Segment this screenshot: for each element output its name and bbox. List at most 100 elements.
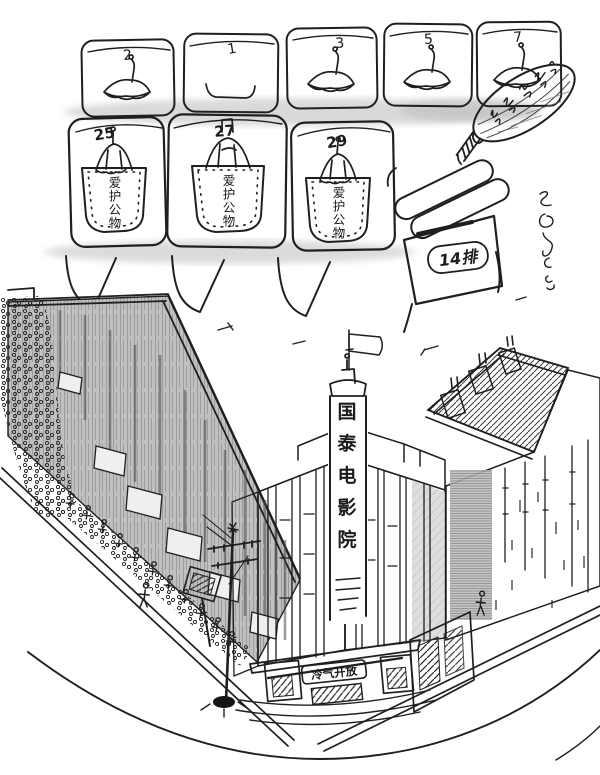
sidewalk-display-board [182, 565, 222, 603]
display-board-post [201, 597, 211, 647]
seat-pocket-27: 爱护公物 [191, 118, 265, 233]
umbrella-in-pocket [319, 136, 357, 185]
sky-marks [199, 296, 527, 397]
seat-number: 1 [226, 41, 237, 58]
seat-row-top: 2 1 3 5 7 [80, 20, 563, 118]
folded-cushion-top [394, 159, 494, 221]
pilasters-left-face [267, 465, 325, 665]
seat-pocket-29: 爱护公物 [305, 136, 371, 243]
tower-sign-char: 影 [337, 497, 357, 520]
poster-box-right [379, 653, 415, 695]
outer-road-curve [27, 649, 600, 760]
tower-sign-vertical: 国 泰 电 影 院 [336, 401, 358, 551]
palm-leaf-fan [455, 60, 576, 165]
seat-number: 5 [424, 31, 434, 48]
seat-side-slot [416, 220, 474, 236]
seat-back-2: 2 [80, 38, 176, 118]
queue-crowd-band [46, 486, 252, 666]
front-right-shade-band [412, 480, 445, 644]
seat-leg-supports [65, 255, 331, 317]
seat-back-1: 1 [182, 32, 280, 114]
poster-box-left [263, 659, 303, 703]
folded-cushion-bottom [410, 178, 510, 240]
pocket-label: 爱护公物 [331, 186, 346, 240]
seat-back-7: 7 [475, 20, 563, 108]
dormer-finials [450, 335, 514, 389]
row-tag: 14排 [427, 241, 489, 274]
pencil-smudge-fan-area [400, 98, 540, 122]
right-curb [317, 605, 600, 752]
seat-number: 27 [214, 121, 236, 140]
wall-texture-dashes [495, 492, 585, 610]
fan-shading [497, 91, 570, 133]
tower-edges [329, 395, 367, 621]
seat-top-contours [87, 28, 558, 53]
lone-pedestrian [138, 582, 150, 608]
entrance-doors [310, 682, 364, 706]
seat-pocket-25: 爱护公物 [81, 126, 147, 233]
wall-pencil-band [450, 470, 492, 620]
pole-guy-wires [202, 514, 249, 585]
umbrella-in-pocket [205, 118, 251, 169]
fan-blade [472, 63, 576, 143]
tower-balcony-lines [335, 577, 361, 611]
queue-figures [65, 492, 235, 646]
left-curb [0, 467, 295, 747]
wall-window-slits [502, 439, 589, 593]
tower-sign-char: 电 [337, 464, 356, 487]
armrest-curve [386, 167, 397, 187]
parapet-step-blocks [297, 429, 446, 491]
seat-row-middle: 25 27 29 爱护公物 爱护公物 爱护公物 [65, 113, 396, 317]
pencil-smudge-middle-row [45, 240, 415, 264]
seat-number: 29 [325, 131, 348, 152]
utility-pole [200, 514, 261, 718]
right-street-poster-wall [409, 611, 475, 713]
fan-inscription-handwriting [490, 60, 557, 125]
seat-back-5: 5 [382, 22, 474, 108]
seat-number: 2 [122, 47, 133, 64]
right-roof [426, 346, 570, 454]
roof-dormer-chimneys [439, 335, 522, 419]
pocket-stitching [197, 169, 259, 228]
banner-text: 冷气开放 [310, 664, 358, 683]
seat-back-3: 3 [285, 26, 379, 110]
outer-road-curve-2 [555, 725, 600, 761]
right-building [409, 335, 600, 713]
flag [348, 333, 383, 356]
pole-base [213, 696, 235, 708]
tower-sign-char: 院 [337, 528, 356, 551]
facade-windows [57, 371, 279, 640]
facade-parapet-lines [7, 287, 301, 583]
corner-tower: 国 泰 电 影 院 [328, 329, 383, 624]
tower-sign-char: 泰 [336, 431, 358, 455]
street-scene: 国 泰 电 影 院 冷气开放 [0, 287, 600, 761]
pole-crossarms [207, 540, 261, 569]
pole-top-finial [227, 522, 239, 533]
fan-ribs [477, 67, 571, 139]
seat-items-caps-and-sticks [103, 42, 541, 101]
fan-handle [455, 129, 483, 165]
right-small-figure [475, 590, 486, 616]
seat-side-view: 14排 [386, 159, 510, 333]
tower-face [328, 392, 368, 624]
tower-sign-char: 国 [337, 401, 356, 423]
seat-number: 3 [335, 35, 345, 52]
row-tag-text: 14排 [438, 246, 481, 270]
pole [224, 528, 235, 704]
seat-number: 7 [513, 29, 523, 46]
street-trees-foliage [0, 296, 72, 520]
pocket-label: 爱护公物 [221, 174, 236, 228]
pocket-label: 爱护公物 [107, 176, 122, 230]
cinema-building: 国 泰 电 影 院 冷气开放 [231, 329, 446, 726]
canopy-shadow-line [266, 656, 404, 680]
tower-cap [329, 353, 367, 397]
seat-side-leg [403, 251, 501, 333]
entrance-banner: 冷气开放 [300, 659, 368, 685]
artist-signature-handwriting [538, 191, 555, 291]
umbrella-in-pocket [95, 126, 133, 175]
rooftop-flag [345, 329, 383, 371]
seat-back-29: 29 [290, 120, 396, 252]
roof-ridge-and-eaves [425, 347, 569, 460]
seat-back-27: 27 [166, 113, 288, 249]
